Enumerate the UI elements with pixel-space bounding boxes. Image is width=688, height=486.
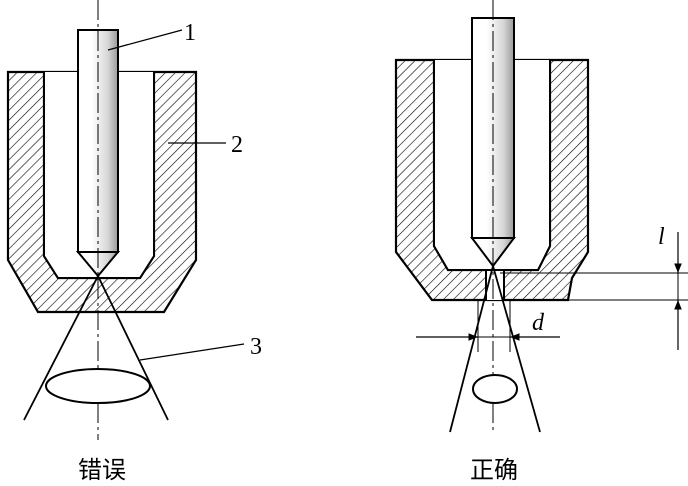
right-arc-cone (449, 265, 541, 433)
dimension-d: d (416, 300, 560, 352)
caption-correct: 正确 (470, 456, 518, 484)
caption-wrong: 错误 (78, 456, 126, 484)
dimension-l: l (500, 224, 688, 350)
label-l: l (658, 224, 665, 250)
label-d: d (532, 310, 545, 336)
label-arc: 3 (250, 334, 262, 360)
label-nozzle: 2 (231, 132, 243, 158)
left-figure: 1 2 3 错误 (6, 0, 262, 484)
label-electrode: 1 (184, 20, 196, 46)
left-arc-cone (23, 275, 169, 421)
right-figure: d l 正确 (394, 0, 688, 484)
left-leader-3 (139, 343, 245, 361)
left-leader-1 (107, 29, 183, 51)
